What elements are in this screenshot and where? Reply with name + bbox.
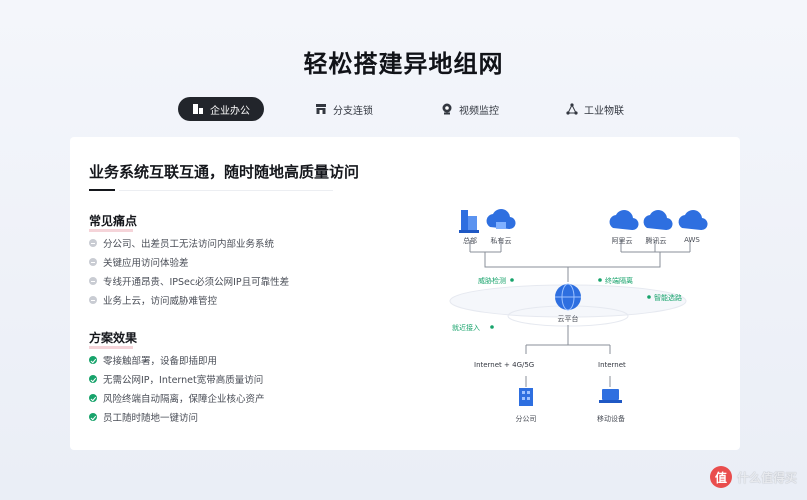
terminal-isolation-label: 终端隔离 bbox=[605, 277, 633, 285]
effect-item: 无需公网IP，Internet宽带高质量访问 bbox=[89, 372, 263, 386]
pain-point-text: 业务上云，访问威胁难管控 bbox=[103, 296, 218, 307]
hq-label: 总部 bbox=[463, 237, 477, 245]
effect-item: 风险终端自动隔离，保障企业核心资产 bbox=[89, 391, 265, 405]
check-circle-icon bbox=[89, 375, 97, 383]
device-connector-lines bbox=[525, 376, 611, 387]
pain-point-text: 专线开通昂贵、IPSec必须公网IP且可靠性差 bbox=[103, 277, 290, 288]
mobile-link-label: Internet bbox=[598, 361, 626, 369]
scenario-tabs: 企业办公 分支连锁 视频监控 工业物联 bbox=[178, 97, 638, 121]
camera-icon bbox=[442, 103, 452, 115]
aliyun-label: 阿里云 bbox=[611, 237, 633, 245]
tencent-cloud-icon bbox=[643, 210, 673, 231]
minus-dot-icon bbox=[89, 239, 97, 247]
building-icon bbox=[193, 104, 203, 114]
check-circle-icon bbox=[89, 413, 97, 421]
minus-dot-icon bbox=[89, 296, 97, 304]
branch-office-icon bbox=[519, 388, 533, 406]
card-title: 业务系统互联互通，随时随地高质量访问 bbox=[89, 163, 360, 181]
private-cloud-icon bbox=[486, 209, 516, 230]
effect-text: 风险终端自动隔离，保障企业核心资产 bbox=[103, 394, 265, 405]
pain-point-item: 专线开通昂贵、IPSec必须公网IP且可靠性差 bbox=[89, 274, 289, 288]
nearby-access-label: 就近接入 bbox=[452, 324, 480, 332]
smart-routing-label: 智能选路 bbox=[654, 294, 682, 302]
flow-dot bbox=[510, 278, 514, 282]
watermark-text: 什么值得买 bbox=[736, 470, 797, 485]
branch-link-label: Internet + 4G/5G bbox=[474, 361, 535, 369]
effect-text: 无需公网IP，Internet宽带高质量访问 bbox=[103, 375, 264, 386]
pain-point-item: 业务上云，访问威胁难管控 bbox=[89, 293, 217, 307]
heading-highlight bbox=[89, 346, 133, 349]
tab-video-surveillance[interactable]: 视频监控 bbox=[441, 97, 499, 121]
cloud-platform-globe-icon bbox=[555, 283, 581, 311]
tab-label: 视频监控 bbox=[459, 105, 499, 117]
store-icon bbox=[316, 104, 326, 114]
pain-point-item: 关键应用访问体验差 bbox=[89, 255, 189, 269]
diagram-canvas bbox=[449, 209, 708, 406]
heading-highlight bbox=[89, 229, 133, 232]
network-diagram: 总部 私有云 阿里云 腾讯云 AWS 云平台 分公司 移动设备 威胁检测 终端隔… bbox=[430, 192, 730, 442]
threat-detection-label: 威胁检测 bbox=[478, 277, 506, 285]
tab-label: 分支连锁 bbox=[333, 105, 373, 117]
tab-label: 企业办公 bbox=[210, 105, 250, 117]
aws-cloud-icon bbox=[678, 210, 708, 231]
tab-branch-chain[interactable]: 分支连锁 bbox=[315, 97, 373, 121]
laptop-icon bbox=[599, 389, 622, 403]
minus-dot-icon bbox=[89, 277, 97, 285]
title-underline bbox=[89, 189, 115, 191]
watermark-logo-icon: 值 bbox=[709, 466, 732, 488]
effect-item: 零接触部署，设备即插即用 bbox=[89, 353, 217, 367]
pain-points-heading-text: 常见痛点 bbox=[89, 214, 138, 228]
pain-points-heading: 常见痛点 bbox=[89, 212, 138, 232]
tab-industrial-iot[interactable]: 工业物联 bbox=[566, 97, 624, 121]
flow-dot bbox=[598, 278, 602, 282]
private-cloud-label: 私有云 bbox=[490, 237, 512, 245]
watermark: 值 什么值得买 bbox=[709, 466, 797, 488]
network-icon bbox=[566, 103, 578, 115]
flow-dot bbox=[647, 295, 651, 299]
solution-card: 业务系统互联互通，随时随地高质量访问 常见痛点 分公司、出差员工无法访问内部业务… bbox=[70, 137, 740, 450]
effect-text: 零接触部署，设备即插即用 bbox=[103, 356, 218, 367]
effects-heading-text: 方案效果 bbox=[89, 331, 138, 345]
flow-dot bbox=[490, 325, 494, 329]
pain-point-item: 分公司、出差员工无法访问内部业务系统 bbox=[89, 236, 274, 250]
effects-heading: 方案效果 bbox=[89, 329, 138, 349]
mobile-label: 移动设备 bbox=[597, 415, 625, 423]
check-circle-icon bbox=[89, 394, 97, 402]
title-divider bbox=[119, 190, 333, 191]
effect-item: 员工随时随地一键访问 bbox=[89, 410, 198, 424]
page-title: 轻松搭建异地组网 bbox=[303, 50, 504, 78]
pain-point-text: 关键应用访问体验差 bbox=[103, 258, 189, 269]
top-connector-lines bbox=[469, 240, 691, 268]
cloud-platform-label: 云平台 bbox=[557, 315, 579, 323]
bottom-connector-lines bbox=[525, 325, 611, 354]
tencent-label: 腾讯云 bbox=[645, 237, 667, 245]
hq-building-icon bbox=[459, 210, 479, 233]
effect-text: 员工随时随地一键访问 bbox=[103, 413, 199, 424]
pain-point-text: 分公司、出差员工无法访问内部业务系统 bbox=[103, 239, 275, 250]
branch-label: 分公司 bbox=[515, 415, 537, 423]
aliyun-cloud-icon bbox=[609, 210, 639, 231]
aws-label: AWS bbox=[684, 236, 700, 244]
tab-label: 工业物联 bbox=[584, 105, 624, 117]
check-circle-icon bbox=[89, 356, 97, 364]
minus-dot-icon bbox=[89, 258, 97, 266]
tab-enterprise-office[interactable]: 企业办公 bbox=[178, 97, 264, 121]
